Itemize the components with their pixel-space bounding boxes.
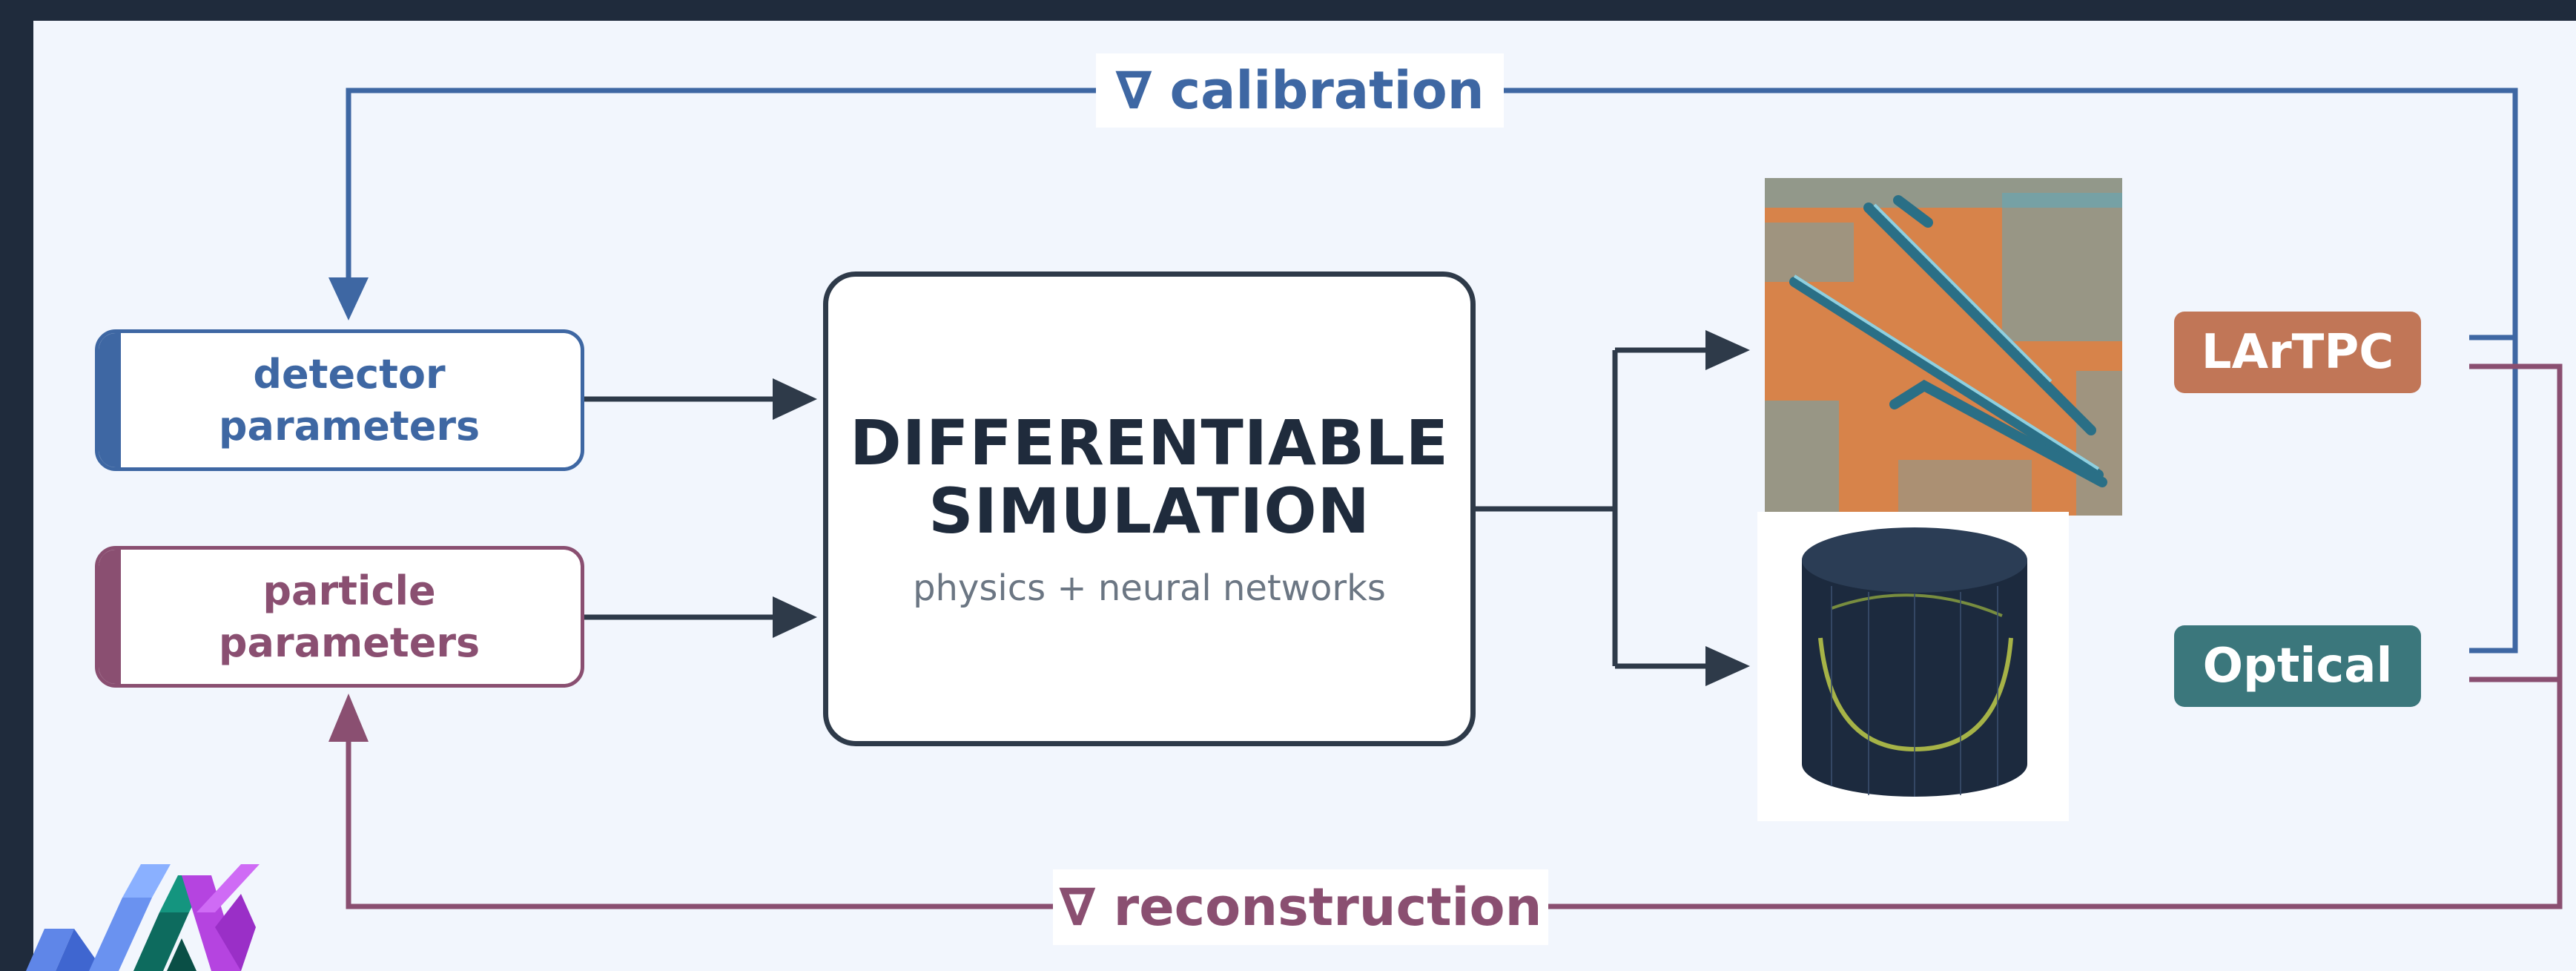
differentiable-simulation-box: DIFFERENTIABLE SIMULATION physics + neur… <box>823 271 1476 746</box>
reconstruction-arrowhead <box>328 694 369 742</box>
to-optical-arrowhead <box>1705 646 1750 686</box>
reconstruction-gradient-label: ∇ reconstruction <box>1053 869 1548 945</box>
reconstruction-loop-line <box>346 363 2563 909</box>
detector-parameters-box: detector parameters <box>95 329 584 471</box>
particle-to-sim-arrowhead <box>773 596 817 638</box>
optical-detector-image <box>1757 512 2069 821</box>
lartpc-event-image <box>1765 178 2122 516</box>
particle-parameters-box: particle parameters <box>95 546 584 688</box>
lartpc-badge: LArTPC <box>2174 312 2421 393</box>
calibration-arrowhead <box>328 277 369 320</box>
optical-badge: Optical <box>2174 625 2421 707</box>
calibration-loop-line-optical <box>2469 338 2518 654</box>
jax-logo <box>26 864 260 971</box>
detector-accent-stripe <box>99 333 121 467</box>
calibration-loop-line <box>346 88 2518 340</box>
detector-parameters-label: detector parameters <box>218 350 480 450</box>
calibration-gradient-label: ∇ calibration <box>1096 53 1504 128</box>
sim-output-fork <box>1476 347 1709 669</box>
detector-to-sim-arrowhead <box>773 378 817 420</box>
to-lartpc-arrowhead <box>1705 330 1750 370</box>
particle-accent-stripe <box>99 550 121 684</box>
simulation-subtitle: physics + neural networks <box>913 567 1386 609</box>
particle-parameters-label: particle parameters <box>218 567 480 666</box>
simulation-title: DIFFERENTIABLE SIMULATION <box>850 406 1449 547</box>
